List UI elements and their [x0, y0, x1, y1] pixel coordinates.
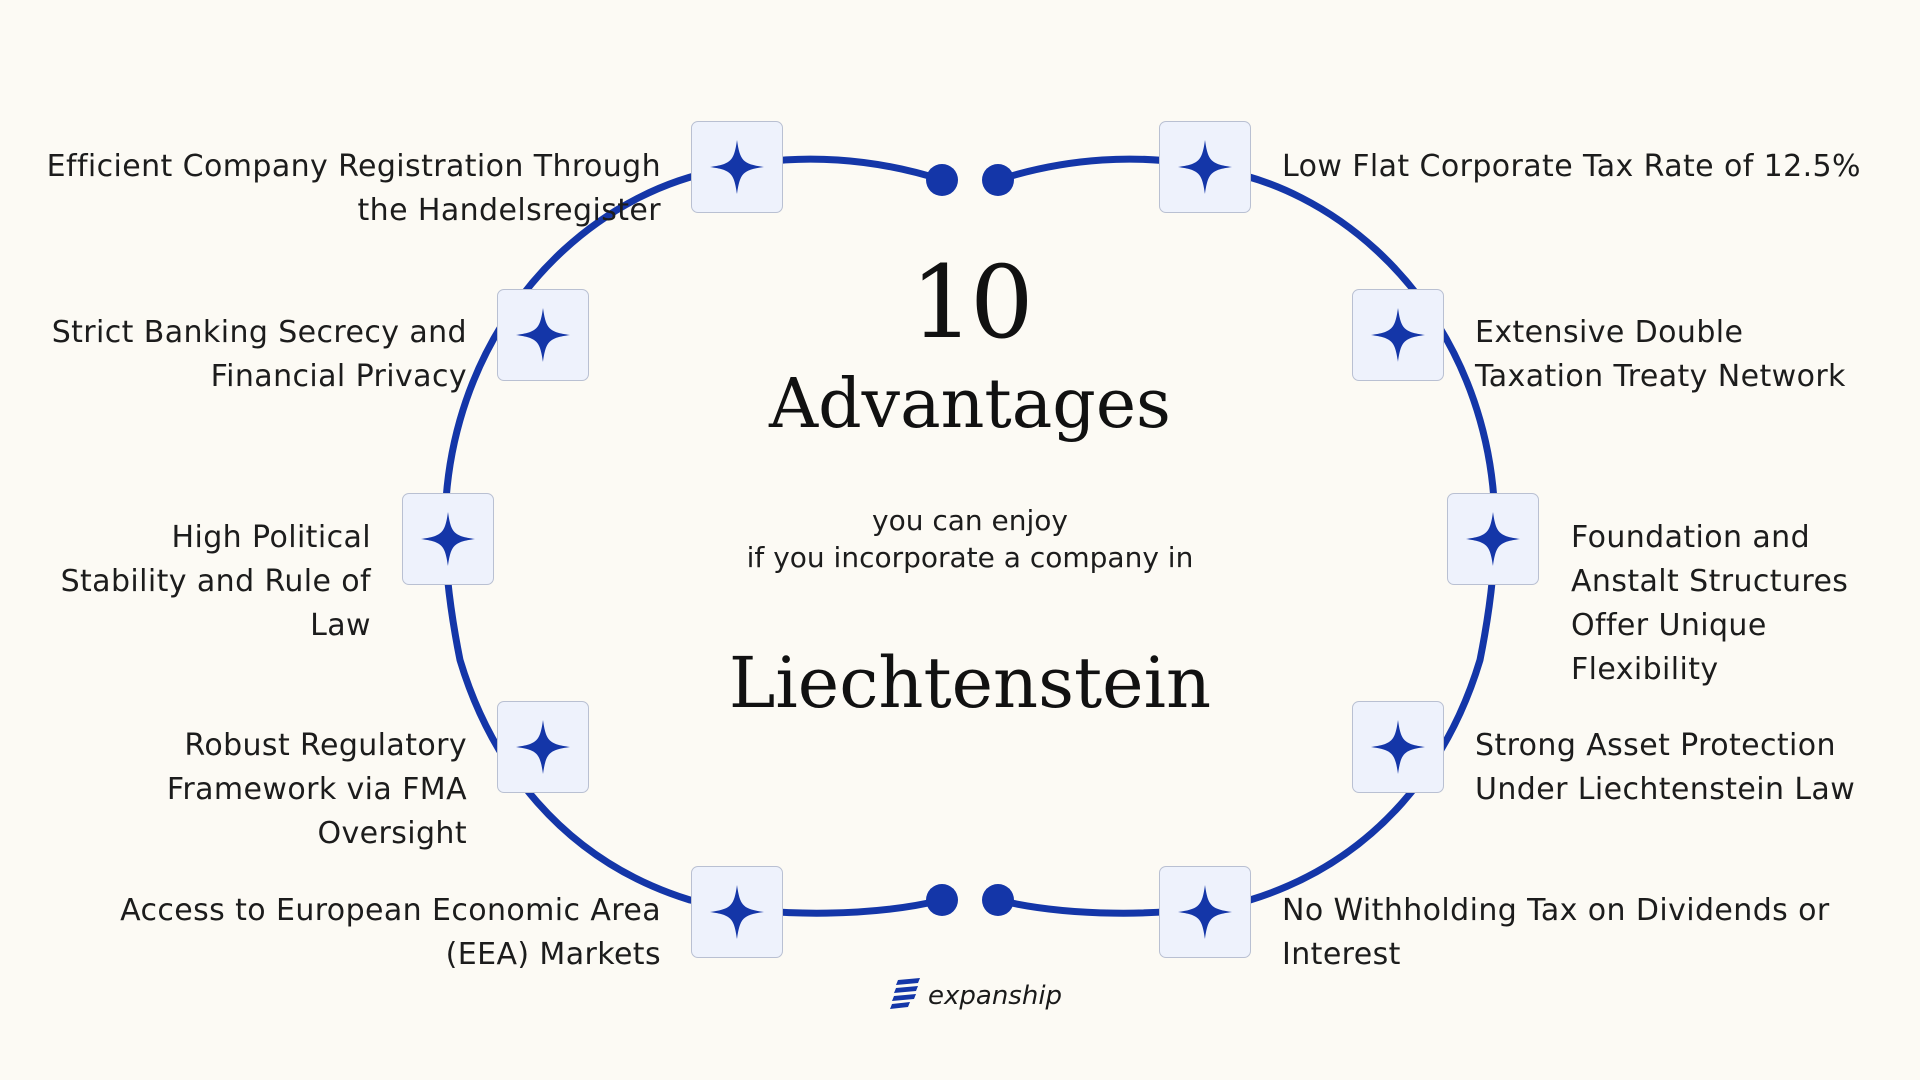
four-point-star-icon [513, 717, 573, 777]
advantage-node-10 [691, 121, 783, 213]
four-point-star-icon [1368, 717, 1428, 777]
advantage-label-line: Offer Unique [1571, 608, 1767, 643]
advantage-label-line: Efficient Company Registration Through [46, 149, 661, 184]
advantage-label-line: Taxation Treaty Network [1475, 359, 1846, 394]
advantage-label-line: Financial Privacy [210, 359, 467, 394]
advantage-label-1: Low Flat Corporate Tax Rate of 12.5% [1282, 145, 1861, 189]
four-point-star-icon [1463, 509, 1523, 569]
four-point-star-icon [1175, 137, 1235, 197]
center-title: Advantages [769, 365, 1171, 444]
brand-logo: expanship [890, 976, 1062, 1016]
center-subtitle-line-1: you can enjoy [872, 504, 1068, 537]
advantage-node-1 [1159, 121, 1251, 213]
advantage-label-line: Anstalt Structures [1571, 564, 1849, 599]
four-point-star-icon [418, 509, 478, 569]
advantage-label-line: Law [310, 608, 371, 643]
advantage-label-10: Efficient Company Registration Through th… [47, 145, 661, 233]
connector-dot-top-right [982, 164, 1014, 196]
advantage-label-line: Foundation and [1571, 520, 1811, 555]
advantage-node-2 [1352, 289, 1444, 381]
center-subtitle-line-2: if you incorporate a company in [746, 541, 1194, 574]
advantage-label-line: Strong Asset Protection [1475, 728, 1836, 763]
advantage-label-line: Extensive Double [1475, 315, 1744, 350]
advantage-node-7 [497, 701, 589, 793]
advantage-label-line: Strict Banking Secrecy and [51, 315, 467, 350]
advantage-label-6: Access to European Economic Area (EEA) Ma… [120, 889, 661, 977]
advantage-label-line: Framework via FMA [166, 772, 467, 807]
advantage-label-line: the Handelsregister [357, 193, 661, 228]
advantage-node-6 [691, 866, 783, 958]
country-name: Liechtenstein [728, 642, 1212, 724]
center-subtitle: you can enjoy if you incorporate a compa… [0, 502, 1920, 576]
advantage-label-line: Stability and Rule of [60, 564, 371, 599]
connector-dot-bottom-right [982, 884, 1014, 916]
advantage-label-line: No Withholding Tax on Dividends or [1282, 893, 1830, 928]
advantage-node-3 [1447, 493, 1539, 585]
stacked-stripes-logo-icon [890, 978, 920, 1009]
advantage-node-4 [1352, 701, 1444, 793]
advantage-label-line: (EEA) Markets [445, 937, 661, 972]
advantage-node-9 [497, 289, 589, 381]
advantage-label-line: Oversight [317, 816, 467, 851]
advantage-label-5: No Withholding Tax on Dividends or Intere… [1282, 889, 1830, 977]
four-point-star-icon [513, 305, 573, 365]
connector-dot-bottom-left [926, 884, 958, 916]
four-point-star-icon [1368, 305, 1428, 365]
four-point-star-icon [707, 882, 767, 942]
advantage-node-8 [402, 493, 494, 585]
brand-name: expanship [928, 981, 1063, 1011]
advantage-label-line: Interest [1282, 937, 1401, 972]
advantage-label-line: Low Flat Corporate Tax Rate of 12.5% [1282, 149, 1861, 184]
advantage-label-line: Robust Regulatory [184, 728, 467, 763]
four-point-star-icon [1175, 882, 1235, 942]
advantage-label-line: Access to European Economic Area [120, 893, 661, 928]
advantage-count: 10 [910, 244, 1033, 361]
advantage-label-line: High Political [171, 520, 371, 555]
advantage-label-line: Under Liechtenstein Law [1475, 772, 1856, 807]
four-point-star-icon [707, 137, 767, 197]
advantage-label-line: Flexibility [1571, 652, 1719, 687]
advantage-node-5 [1159, 866, 1251, 958]
connector-dot-top-left [926, 164, 958, 196]
